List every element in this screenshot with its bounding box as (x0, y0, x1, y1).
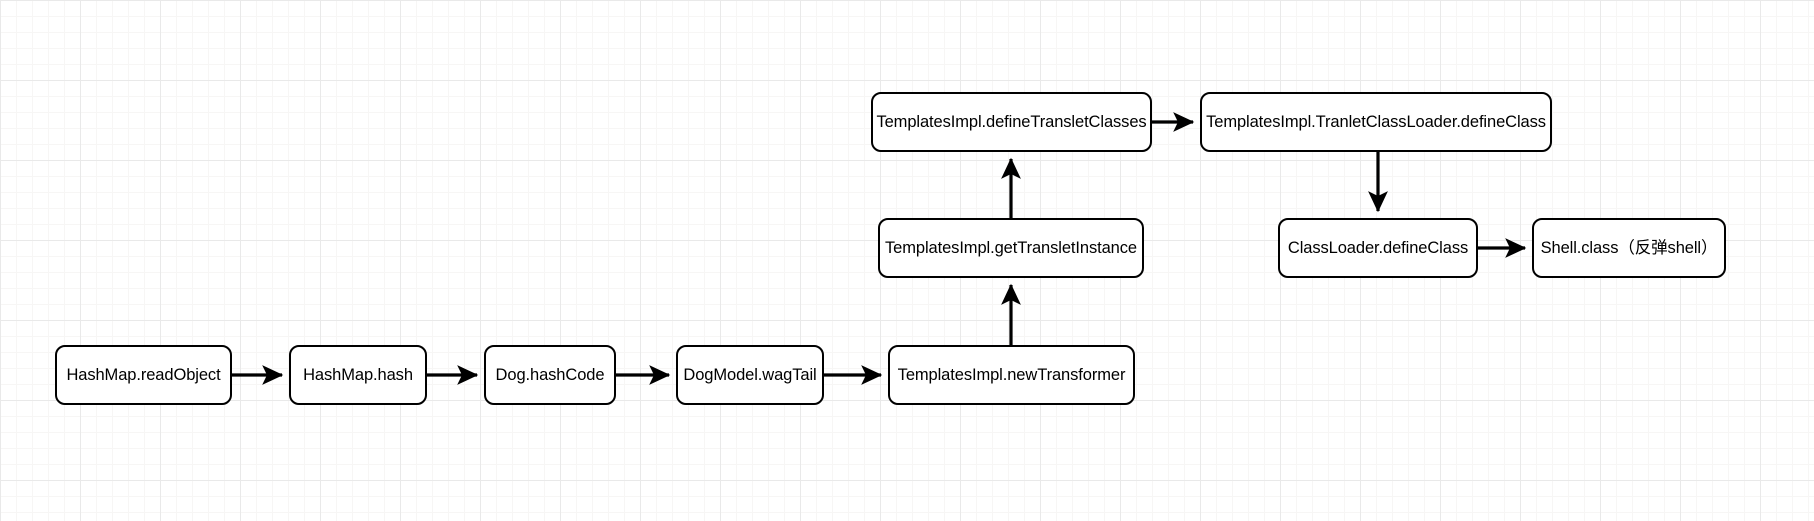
node-dog-hashcode[interactable]: Dog.hashCode (484, 345, 616, 405)
node-label: DogModel.wagTail (683, 365, 817, 384)
node-hashmap-hash[interactable]: HashMap.hash (289, 345, 427, 405)
node-templatesimpl-tranletclassloader-defineclass[interactable]: TemplatesImpl.TranletClassLoader.defineC… (1200, 92, 1552, 152)
node-label: HashMap.hash (303, 365, 413, 384)
node-templatesimpl-newtransformer[interactable]: TemplatesImpl.newTransformer (888, 345, 1135, 405)
node-templatesimpl-gettransletinstance[interactable]: TemplatesImpl.getTransletInstance (878, 218, 1144, 278)
node-label: TemplatesImpl.defineTransletClasses (876, 112, 1147, 131)
node-classloader-defineclass[interactable]: ClassLoader.defineClass (1278, 218, 1478, 278)
node-templatesimpl-definetransletclasses[interactable]: TemplatesImpl.defineTransletClasses (871, 92, 1152, 152)
node-label: HashMap.readObject (66, 365, 221, 384)
node-label: TemplatesImpl.getTransletInstance (885, 238, 1137, 257)
node-hashmap-readobject[interactable]: HashMap.readObject (55, 345, 232, 405)
node-label: ClassLoader.defineClass (1287, 238, 1469, 257)
node-label: TemplatesImpl.TranletClassLoader.defineC… (1206, 112, 1546, 131)
node-shell-class[interactable]: Shell.class（反弹shell） (1532, 218, 1726, 278)
node-label: Shell.class（反弹shell） (1540, 238, 1718, 257)
node-label: TemplatesImpl.newTransformer (897, 365, 1126, 384)
node-dogmodel-wagtail[interactable]: DogModel.wagTail (676, 345, 824, 405)
node-label: Dog.hashCode (495, 365, 605, 384)
